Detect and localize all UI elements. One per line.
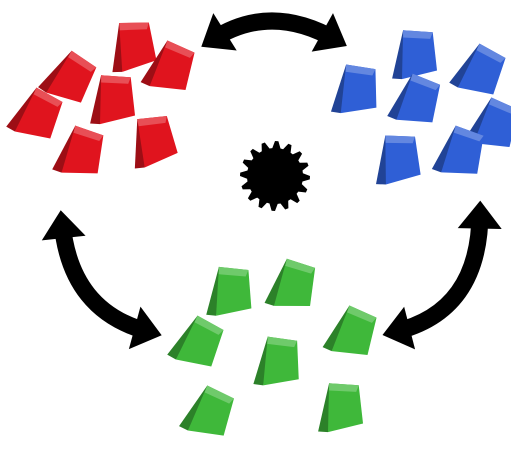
- green-piece-4: [167, 311, 226, 370]
- arrow-head-start: [42, 210, 86, 240]
- gear-icon: [240, 141, 310, 211]
- red-piece-7: [119, 109, 181, 171]
- red-group: [6, 16, 196, 176]
- blue-piece-1: [384, 25, 440, 81]
- arrow-shaft: [62, 222, 150, 332]
- arrow-head-start: [458, 201, 502, 229]
- blue-piece-2: [449, 39, 508, 98]
- red-piece-1: [101, 16, 160, 75]
- blue-piece-4: [387, 71, 441, 125]
- red-piece-6: [52, 124, 104, 176]
- green-piece-2: [264, 257, 315, 308]
- arrow-shaft: [394, 212, 480, 332]
- green-piece-7: [310, 378, 366, 434]
- gear-body: [240, 141, 310, 211]
- blue-group: [327, 25, 511, 186]
- blue-piece-3: [327, 62, 379, 114]
- green-piece-5: [249, 334, 302, 387]
- green-piece-1: [200, 263, 254, 317]
- green-piece-3: [322, 302, 378, 358]
- arrow-shaft: [212, 21, 336, 40]
- double-arrow-1: [201, 13, 347, 51]
- double-arrow-3: [382, 201, 501, 350]
- double-arrow-2: [42, 210, 162, 349]
- green-piece-6: [179, 382, 236, 439]
- blue-piece-6: [367, 130, 424, 187]
- green-group: [167, 257, 378, 438]
- groups-layer: [6, 16, 511, 439]
